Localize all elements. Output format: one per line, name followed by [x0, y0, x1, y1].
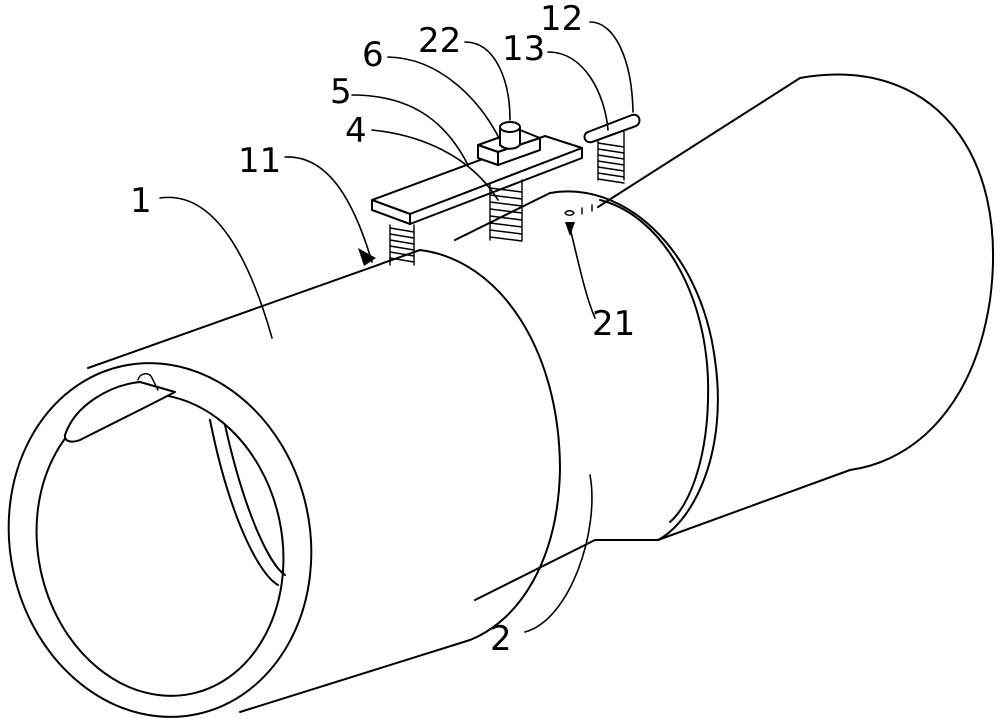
sleeve-top-edge [454, 192, 551, 241]
front-pipe-1 [7, 249, 561, 718]
front-pipe-bottom-edge [239, 639, 471, 713]
front-pipe-joint-edge [419, 249, 561, 641]
leader-4 [371, 129, 499, 201]
label-2: 2 [490, 619, 512, 659]
inner-sleeve-edge-left [209, 419, 279, 586]
hole-21 [564, 210, 575, 216]
leader-22 [464, 41, 511, 121]
label-5: 5 [330, 72, 352, 112]
inner-blade [63, 381, 176, 443]
label-6: 6 [362, 35, 384, 75]
label-1: 1 [130, 181, 152, 221]
spring-13 [597, 131, 625, 184]
reference-labels: 1 2 4 5 6 11 12 13 21 22 [130, 0, 635, 659]
blade-pin [137, 373, 159, 391]
pin-body [499, 128, 521, 150]
spring-13-coils [597, 142, 625, 184]
leader-12 [589, 21, 634, 113]
leader-21 [569, 227, 596, 319]
rear-pipe-end-face [799, 73, 995, 471]
arrow-21 [565, 222, 575, 236]
sleeve-right-rim-inner [599, 199, 710, 523]
pin-22 [499, 121, 521, 150]
label-11: 11 [238, 141, 281, 181]
rear-pipe-bottom-edge [657, 469, 851, 541]
leader-2 [524, 474, 593, 633]
leader-11 [284, 156, 373, 263]
leader-5 [351, 94, 469, 166]
label-13: 13 [502, 29, 545, 69]
spring-11-coils [389, 227, 415, 263]
front-ring-outer [7, 362, 313, 718]
rear-pipe [597, 73, 995, 541]
sleeve-right-rim-outer [549, 190, 719, 541]
sleeve-marks [581, 204, 593, 215]
handle-bar [583, 113, 641, 144]
leader-1 [159, 196, 273, 339]
front-pipe-top-edge [87, 249, 421, 369]
spring-4-coils [489, 187, 523, 242]
spring-4 [489, 179, 523, 242]
label-22: 22 [418, 21, 461, 61]
sleeve-part-2 [454, 190, 719, 601]
label-4: 4 [345, 111, 367, 151]
pin-cap [499, 121, 521, 133]
sleeve-bottom-edge [474, 539, 659, 601]
rear-pipe-top-edge [597, 77, 801, 208]
spring-4-body [489, 179, 523, 241]
label-21: 21 [592, 304, 635, 344]
handle-12 [583, 113, 641, 144]
leader-6 [387, 56, 501, 141]
block-side-front [497, 137, 541, 166]
leader-lines [159, 21, 634, 633]
spring-11 [389, 224, 415, 266]
leader-13 [547, 51, 609, 131]
plate-front-face [409, 147, 583, 225]
label-12: 12 [540, 0, 583, 39]
inner-sleeve-edge-right [224, 424, 286, 576]
arrow-11 [358, 248, 376, 266]
